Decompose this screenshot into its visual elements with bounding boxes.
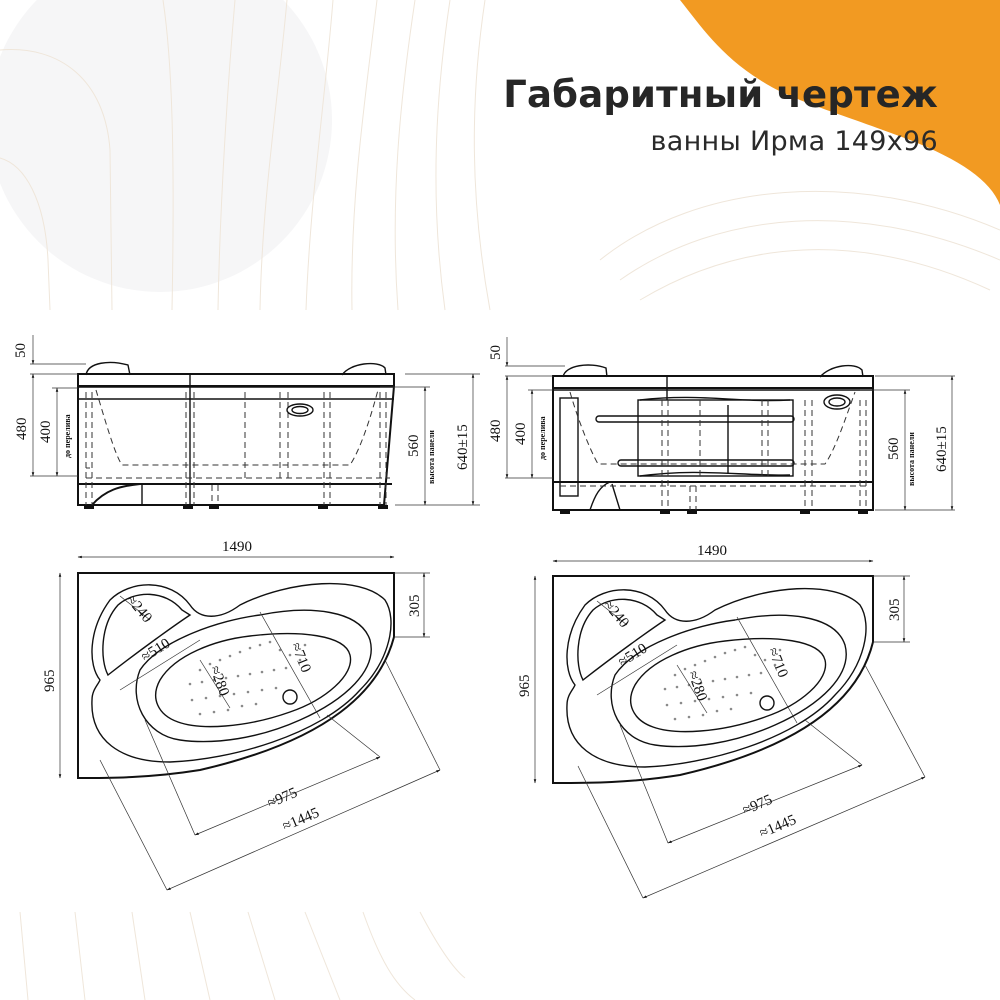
side-view-right: 50 480 400 до перелива 560 высота панели… <box>488 337 955 514</box>
dim-bottom-width: ≈280 <box>684 669 710 703</box>
header: Габаритный чертеж ванны Ирма 149x96 <box>503 72 938 162</box>
label-to-overflow: до перелива <box>63 414 72 458</box>
side-view-left: 50 480 400 до перелива 560 высота панели… <box>13 335 480 509</box>
dim-seat: ≈240 <box>123 592 155 626</box>
dim-headrest: 50 <box>488 345 504 360</box>
dim-headrest: 50 <box>13 343 29 358</box>
dim-diagonal-length: ≈1445 <box>280 805 321 835</box>
orange-accent-shape <box>680 0 1000 205</box>
top-view-left: 1490 965 305 ≈240 ≈510 ≈280 ≈710 ≈975 ≈1… <box>42 539 441 891</box>
dim-inner-length: ≈710 <box>764 646 790 680</box>
page-subtitle: ванны Ирма 149x96 <box>650 126 938 157</box>
dim-width: 965 <box>517 675 533 698</box>
hydro-jets-left <box>188 640 307 716</box>
dim-total-height: 640±15 <box>455 424 471 470</box>
technical-drawing: 50 480 400 до перелива 560 высота панели… <box>13 335 955 899</box>
dim-panel-height: 560 <box>406 435 422 458</box>
label-to-overflow: до перелива <box>538 416 547 460</box>
dim-bottom-length: ≈975 <box>740 792 775 819</box>
dim-total-height: 640±15 <box>934 426 950 472</box>
dim-seat: ≈240 <box>600 597 632 631</box>
label-panel-height: высота панели <box>907 432 916 486</box>
dim-diagonal-length: ≈1445 <box>757 812 798 842</box>
label-panel-height: высота панели <box>427 430 436 484</box>
dim-inner-width: ≈510 <box>139 636 174 666</box>
page-title: Габаритный чертеж <box>503 73 938 116</box>
dim-overflow-height: 400 <box>513 423 529 446</box>
dim-length: 1490 <box>697 543 727 559</box>
dim-width: 965 <box>42 670 58 693</box>
dim-bottom-width: ≈280 <box>206 664 232 698</box>
top-view-right: 1490 965 305 ≈240 ≈510 ≈280 ≈710 ≈975 ≈1… <box>517 543 926 899</box>
dim-panel-height: 560 <box>886 438 902 461</box>
hydro-jets-right <box>663 645 782 721</box>
dim-overflow-height: 400 <box>38 421 54 444</box>
dim-inner-width: ≈510 <box>616 641 651 671</box>
dim-inner-length: ≈710 <box>287 641 313 675</box>
dim-bottom-length: ≈975 <box>265 785 300 812</box>
dim-rim-height: 480 <box>488 420 504 443</box>
dim-corner: 305 <box>887 599 903 622</box>
dim-length: 1490 <box>222 539 252 555</box>
dim-rim-height: 480 <box>14 418 30 441</box>
dim-corner: 305 <box>407 595 423 618</box>
bg-gray-circle <box>0 0 332 292</box>
